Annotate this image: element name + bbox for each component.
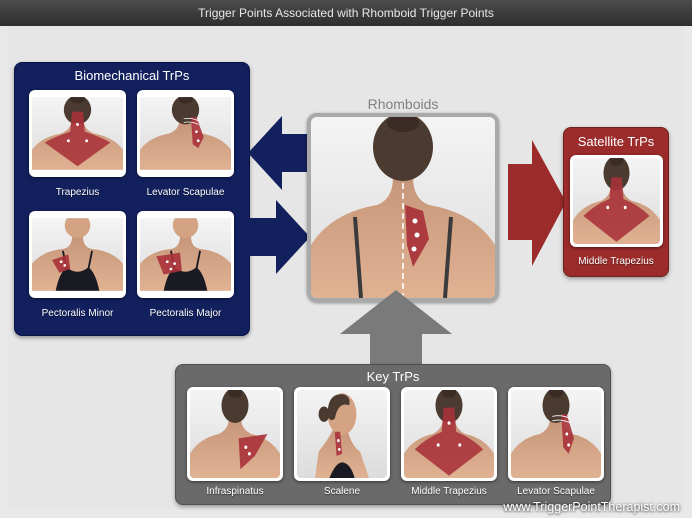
pectoralis-major-label: Pectoralis Major (149, 308, 222, 319)
rhomboids-image (307, 113, 499, 302)
pectoralis-minor-label: Pectoralis Minor (41, 308, 114, 319)
levator-scapulae-image (137, 90, 234, 177)
key-levator-scapulae-image (508, 387, 604, 481)
arrow-from-key-to-center (340, 290, 452, 366)
levator-scapulae-label: Levator Scapulae (146, 187, 225, 198)
satellite-middle-trapezius-image (570, 155, 663, 247)
key-levator-scapulae-label: Levator Scapulae (517, 486, 595, 497)
arrow-from-biomechanical-to-center (248, 200, 310, 274)
arrow-to-satellite (508, 140, 566, 266)
diagram-title: Trigger Points Associated with Rhomboid … (198, 6, 494, 20)
biomechanical-group: Biomechanical TrPs Trapezius Levator Sca… (14, 62, 250, 336)
key-title: Key TrPs (366, 369, 420, 384)
satellite-group: Satellite TrPs Middle Trapezius (563, 127, 669, 277)
satellite-title: Satellite TrPs (577, 134, 655, 149)
pectoralis-major-image (137, 211, 234, 298)
satellite-middle-trapezius-label: Middle Trapezius (578, 256, 654, 267)
scalene-image (294, 387, 390, 481)
arrow-from-center-to-biomechanical (248, 116, 310, 190)
infraspinatus-image (187, 387, 283, 481)
key-middle-trapezius-label: Middle Trapezius (411, 486, 487, 497)
central-muscle-title: Rhomboids (367, 96, 439, 112)
trapezius-image (29, 90, 126, 177)
key-group: Key TrPs Infraspinatus Sc (175, 364, 611, 505)
title-bar: Trigger Points Associated with Rhomboid … (0, 0, 692, 26)
biomechanical-title: Biomechanical TrPs (74, 68, 190, 83)
infraspinatus-label: Infraspinatus (206, 486, 264, 497)
pectoralis-minor-image (29, 211, 126, 298)
key-middle-trapezius-image (401, 387, 497, 481)
scalene-label: Scalene (323, 486, 361, 497)
watermark-url: www.TriggerPointTherapist.com (503, 500, 680, 514)
trapezius-label: Trapezius (55, 187, 100, 198)
